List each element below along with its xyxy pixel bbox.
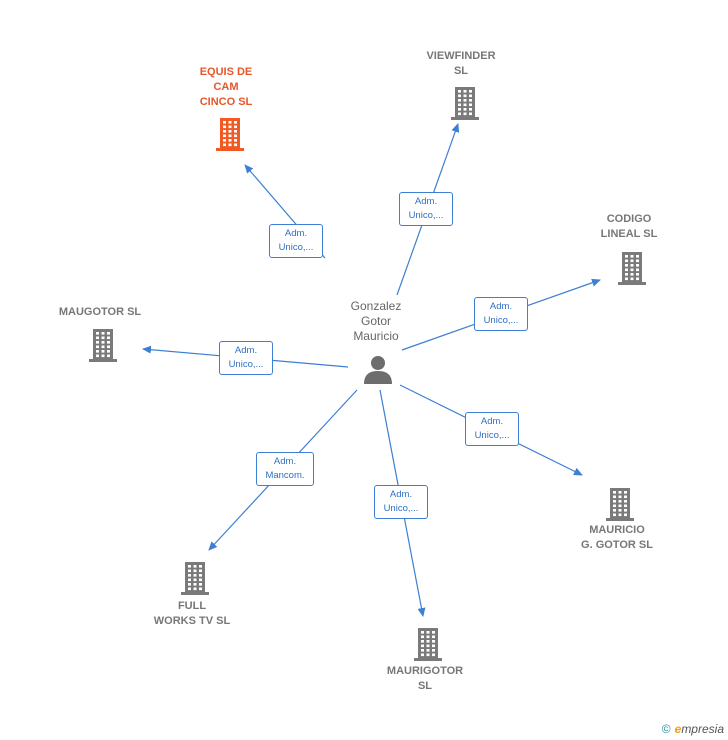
company-label-fullworks[interactable]: FULL WORKS TV SL [153, 600, 231, 627]
brand-logo: empresia [674, 722, 724, 736]
relation-label-maugotor[interactable]: Adm. Unico,... [219, 341, 273, 375]
building-icon-viewfinder[interactable] [449, 85, 481, 126]
company-label-maurigotor[interactable]: MAURIGOTOR SL [386, 665, 464, 692]
company-label-codigo[interactable]: CODIGO LINEAL SL [600, 213, 658, 240]
relation-label-maurigotor[interactable]: Adm. Unico,... [374, 485, 428, 519]
person-icon[interactable] [362, 352, 394, 384]
building-icon-mauricio[interactable] [604, 486, 636, 527]
building-icon-fullworks[interactable] [179, 560, 211, 601]
building-icon-codigo[interactable] [616, 250, 648, 291]
footer-brand: © empresia [662, 722, 724, 736]
building-icon-maurigotor[interactable] [412, 626, 444, 667]
company-label-viewfinder[interactable]: VIEWFINDER SL [426, 50, 496, 77]
relation-label-equis[interactable]: Adm. Unico,... [269, 224, 323, 258]
company-label-equis[interactable]: EQUIS DE CAM CINCO SL [199, 66, 253, 108]
person-name[interactable]: Gonzalez Gotor Mauricio [350, 299, 402, 343]
relation-label-fullworks[interactable]: Adm. Mancom. [256, 452, 314, 486]
relation-label-mauricio[interactable]: Adm. Unico,... [465, 412, 519, 446]
building-icon-equis[interactable] [214, 116, 246, 157]
relation-label-viewfinder[interactable]: Adm. Unico,... [399, 192, 453, 226]
copyright-icon: © [661, 722, 671, 736]
building-icon-maugotor[interactable] [87, 327, 119, 368]
company-label-maugotor[interactable]: MAUGOTOR SL [58, 306, 142, 318]
company-label-mauricio[interactable]: MAURICIO G. GOTOR SL [581, 524, 653, 551]
relation-label-codigo[interactable]: Adm. Unico,... [474, 297, 528, 331]
